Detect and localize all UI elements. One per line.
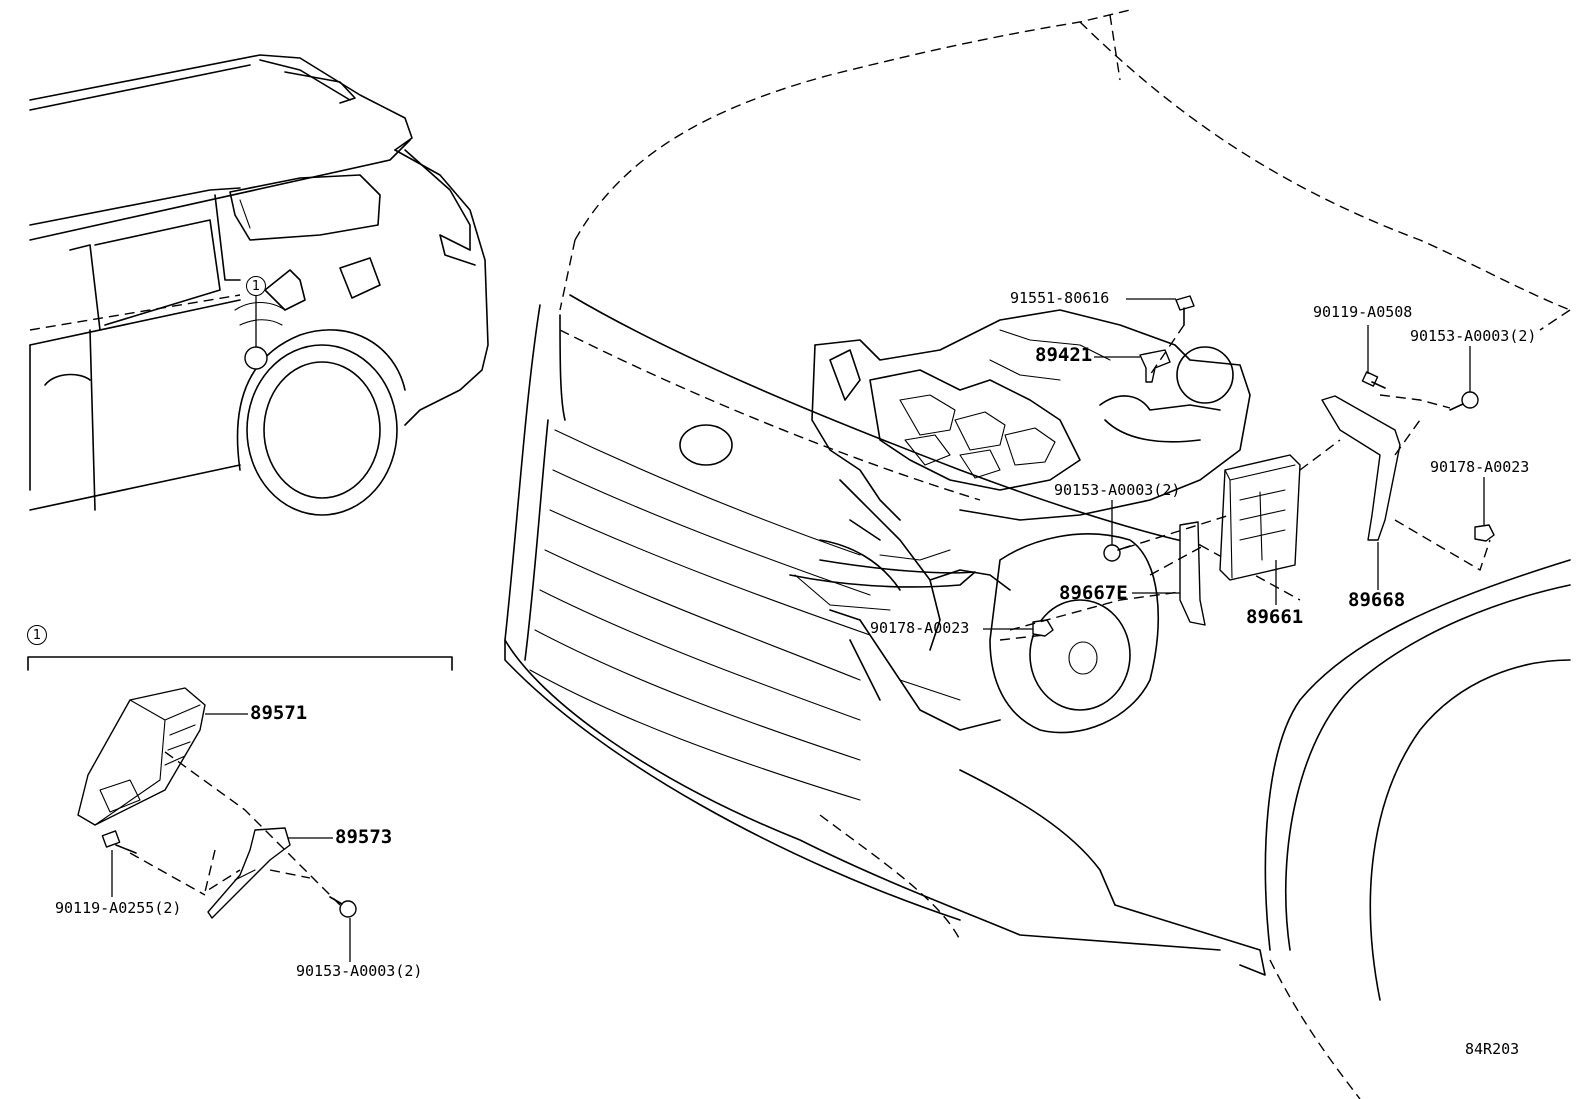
reference-marker-car: 1 — [246, 276, 266, 296]
sensor-89421 — [1139, 349, 1171, 383]
diagram-code: 84R203 — [1465, 1040, 1520, 1058]
rear-vehicle-drawing — [29, 54, 489, 516]
part-label-90178-A0023-right: 90178-A0023 — [1430, 458, 1530, 476]
part-label-90119-A0255: 90119-A0255(2) — [55, 899, 182, 917]
engine-drawing — [811, 309, 1251, 734]
part-label-90119-A0508: 90119-A0508 — [1313, 303, 1413, 321]
part-label-90153-A0003-right: 90153-A0003(2) — [1410, 327, 1537, 345]
bolt-91551-80616 — [1175, 295, 1195, 326]
nut-90178-A0023-left — [1032, 619, 1054, 637]
front-vehicle-drawing — [504, 9, 1571, 1099]
part-label-89668: 89668 — [1348, 589, 1406, 611]
part-label-89573: 89573 — [335, 826, 393, 848]
part-label-91551-80616: 91551-80616 — [1010, 289, 1110, 307]
nut-90178-A0023-right — [1474, 524, 1495, 542]
reference-marker-detail: 1 — [27, 625, 47, 645]
sensor-location-marker — [244, 346, 268, 370]
part-label-90178-A0023-left: 90178-A0023 — [870, 619, 970, 637]
bracket-89573-drawing — [207, 827, 291, 919]
bolt-90153-A0003-right — [1449, 391, 1479, 411]
part-label-90153-A0003-bottom: 90153-A0003(2) — [296, 962, 423, 980]
module-89571-drawing — [77, 687, 206, 826]
part-label-90153-A0003-center: 90153-A0003(2) — [1054, 481, 1181, 499]
part-label-89667E: 89667E — [1059, 582, 1128, 604]
ecu-89661 — [1219, 454, 1301, 581]
part-label-89571: 89571 — [250, 702, 308, 724]
bolt-90119-A0508 — [1361, 371, 1386, 389]
detail-bracket-line — [27, 656, 453, 671]
bolt-90119-A0255 — [101, 830, 137, 854]
bolt-90153-A0003-bottom — [329, 896, 357, 918]
part-label-89421: 89421 — [1035, 344, 1093, 366]
part-label-89661: 89661 — [1246, 606, 1304, 628]
bracket-89667E — [1179, 521, 1206, 626]
bracket-89668 — [1321, 395, 1401, 541]
